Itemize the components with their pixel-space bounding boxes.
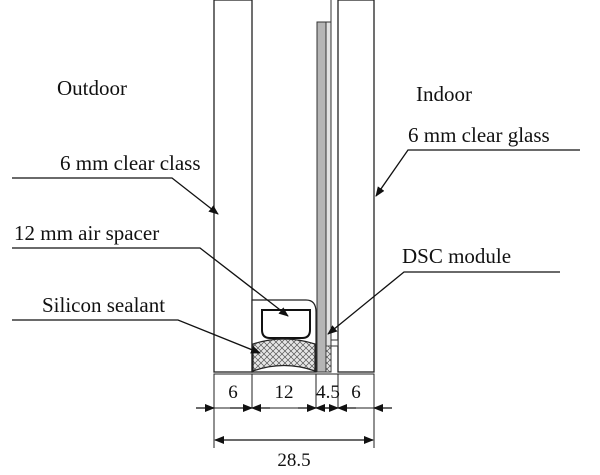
dim-label-air-gap: 12	[275, 382, 294, 403]
leader-outer-glass	[12, 177, 219, 215]
dim-label-outer-glass: 6	[228, 382, 238, 403]
dsc-module-strip	[316, 21, 327, 373]
outer-glass-pane	[213, 0, 253, 373]
sealant-label: Silicon sealant	[42, 293, 165, 317]
dsc-module-label: DSC module	[402, 244, 511, 268]
air-spacer-label: 12 mm air spacer	[14, 221, 159, 245]
dsc-side-sealant	[325, 345, 332, 373]
outer-glass-label: 6 mm clear class	[60, 151, 201, 175]
inner-glass-pane	[337, 0, 375, 373]
leader-air-spacer	[12, 247, 289, 317]
leader-dsc-module	[327, 271, 560, 335]
dim-label-inner-glass: 6	[351, 382, 361, 403]
dsc-module-bracket	[330, 339, 339, 347]
outdoor-label: Outdoor	[57, 76, 127, 100]
air-spacer-profile	[261, 309, 311, 339]
leader-inner-glass	[375, 149, 580, 197]
silicon-sealant	[252, 338, 316, 372]
dim-label-dsc-gap: 4.5	[316, 382, 340, 403]
indoor-label: Indoor	[416, 82, 472, 106]
inner-glass-label: 6 mm clear glass	[408, 123, 550, 147]
leader-sealant	[12, 319, 261, 354]
dim-box-air-gap	[251, 373, 317, 409]
dsc-module-backplate	[325, 21, 332, 373]
dim-label-total: 28.5	[277, 450, 310, 471]
